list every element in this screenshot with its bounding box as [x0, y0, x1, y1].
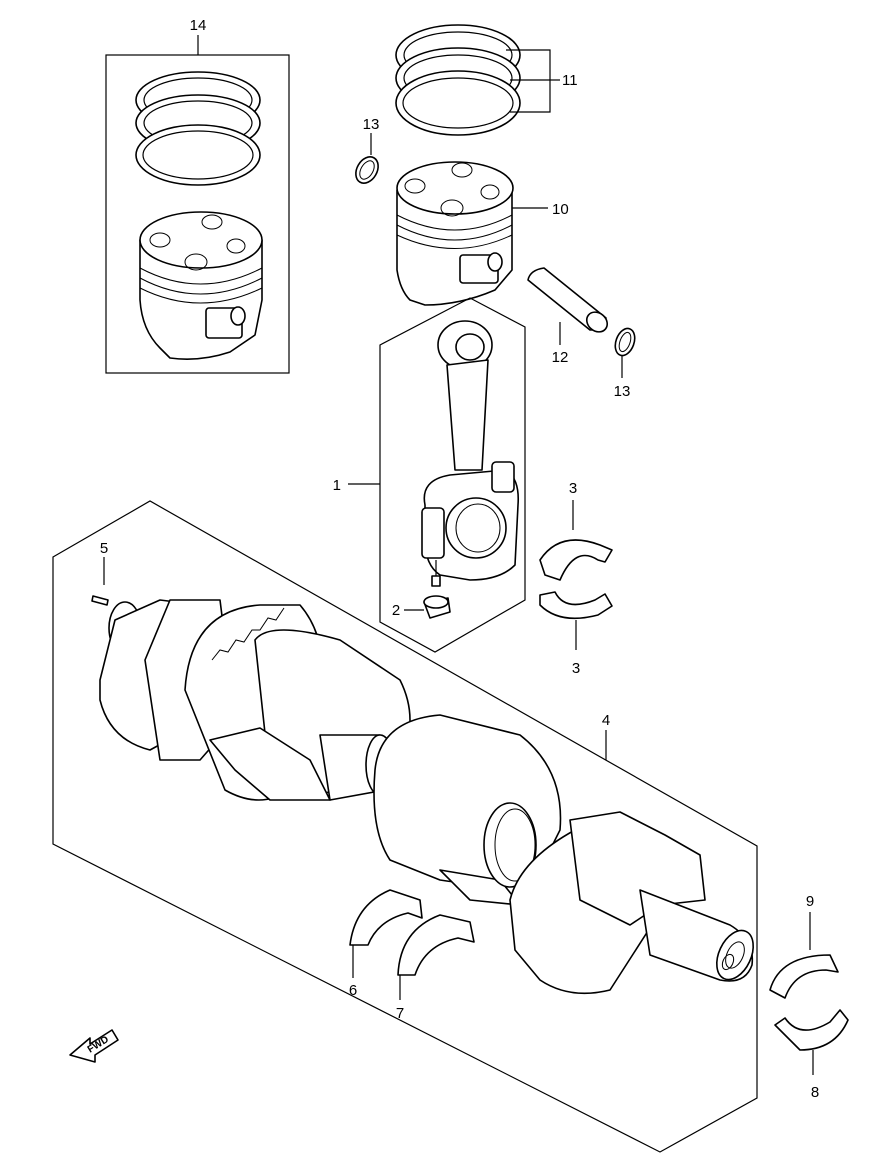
- connecting-rod-box: [379, 297, 526, 653]
- callout-9: 9: [806, 893, 814, 910]
- callout-10: 10: [552, 201, 569, 218]
- piston-rings: 11: [395, 24, 578, 136]
- piston-pin: 12: [527, 267, 609, 366]
- callout-13-lower: 13: [614, 383, 631, 400]
- callout-2: 2: [392, 602, 400, 619]
- dowel-pin: [91, 557, 109, 606]
- piston: 10: [396, 161, 569, 306]
- connecting-rod: [421, 320, 520, 587]
- main-bearings: 9 8: [769, 893, 849, 1101]
- callout-12: 12: [552, 349, 569, 366]
- fwd-arrow-icon: FWD: [69, 1029, 119, 1063]
- callout-8: 8: [811, 1084, 819, 1101]
- piston-set-rings: [135, 71, 261, 186]
- piston-pin-circlip-upper: 13: [355, 116, 380, 184]
- callout-13-upper: 13: [363, 116, 380, 133]
- callout-11: 11: [562, 72, 578, 89]
- callout-14: 14: [190, 17, 207, 34]
- callout-1: 1: [333, 477, 341, 494]
- connecting-rod-group: 1 2: [333, 297, 526, 653]
- callout-6: 6: [349, 982, 357, 999]
- thrust-bearing-6: [349, 889, 423, 978]
- piston-set-piston: [139, 211, 263, 360]
- callout-5: 5: [100, 540, 108, 557]
- crankshaft: [99, 599, 754, 995]
- callout-7: 7: [396, 1005, 404, 1022]
- conrod-bearings: 3 3: [539, 480, 613, 677]
- callout-3-lower: 3: [572, 660, 580, 677]
- piston-pin-circlip-lower: 13: [614, 327, 636, 400]
- callout-4: 4: [602, 712, 610, 729]
- thrust-bearing-7: [397, 914, 475, 1000]
- callout-3-upper: 3: [569, 480, 577, 497]
- crankshaft-group: 5 4 6: [52, 500, 758, 1153]
- connecting-rod-nut: [404, 595, 451, 619]
- piston-set-group: 14: [105, 17, 290, 374]
- crankshaft-box: [52, 500, 758, 1153]
